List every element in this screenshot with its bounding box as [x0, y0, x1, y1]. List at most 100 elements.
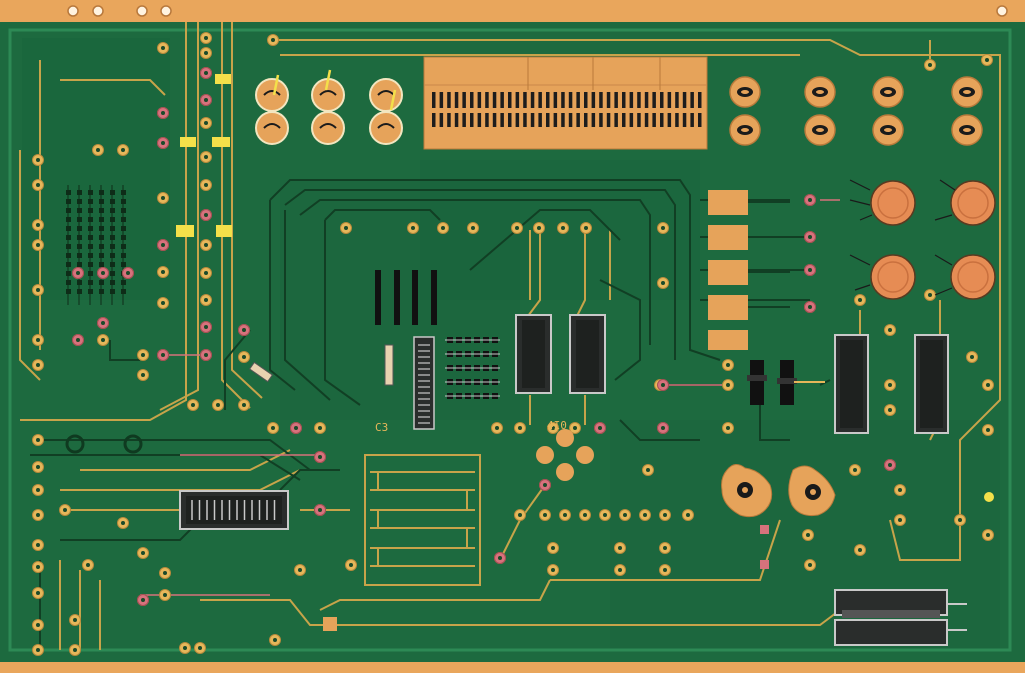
connector-pin [530, 113, 535, 127]
tall-ics[interactable] [834, 334, 949, 434]
bottom-edge-strip [0, 662, 1025, 673]
black-resistors [375, 270, 437, 325]
connector-pin [485, 92, 489, 108]
via-hole [661, 281, 665, 285]
via-hole [204, 183, 208, 187]
via-hole [204, 36, 208, 40]
bottom-right-connector[interactable] [834, 589, 967, 646]
connector-pin [462, 113, 466, 127]
trim-potentiometers[interactable] [849, 179, 996, 300]
round-pad [311, 111, 345, 145]
via-hole [36, 438, 40, 442]
via-hole [204, 155, 208, 159]
connector-pin [439, 92, 444, 108]
via-hole [36, 565, 40, 569]
via-hole [515, 226, 519, 230]
connector-pin [492, 113, 497, 127]
connector-pin [523, 113, 527, 127]
connector-pin [576, 113, 580, 127]
ic-marking-left: C3 [375, 421, 389, 434]
diodes [747, 360, 825, 405]
via-hole [643, 513, 647, 517]
via-hole [73, 618, 77, 622]
relays[interactable] [515, 314, 606, 394]
via-hole [551, 568, 555, 572]
pad-slot-core [741, 128, 749, 132]
connector-pin [652, 92, 656, 108]
connector-pin [599, 92, 603, 108]
via-hole [618, 546, 622, 550]
via-hole [551, 426, 555, 430]
via-hole [646, 468, 650, 472]
lower-left-ic[interactable] [179, 490, 289, 530]
connector-pin [584, 92, 588, 108]
via-hole [888, 328, 892, 332]
via-hole [204, 51, 208, 55]
via-hole [298, 568, 302, 572]
connector-pin [561, 92, 565, 108]
connector-pin [698, 92, 702, 108]
connector-pin [614, 113, 618, 127]
via-hole [36, 223, 40, 227]
connector-pin [508, 113, 512, 127]
connector-pin [660, 92, 664, 108]
connector-pin [462, 92, 466, 108]
vertical-chip[interactable] [413, 336, 435, 430]
connector-pin [637, 92, 641, 108]
via-hole [808, 198, 812, 202]
via-hole [86, 563, 90, 567]
pad-mark [263, 123, 281, 129]
mounting-holes [65, 434, 143, 454]
connector-pin [652, 113, 656, 127]
via-hole [36, 513, 40, 517]
via-hole [618, 568, 622, 572]
connector-pin [432, 113, 436, 127]
via-hole [573, 426, 577, 430]
pad-mark [319, 90, 337, 96]
via-hole [808, 268, 812, 272]
connector-pin [591, 92, 596, 108]
pad-slot-core [884, 90, 892, 94]
via-hole [161, 270, 165, 274]
via-hole [242, 328, 246, 332]
via-hole [141, 353, 145, 357]
via-hole [726, 383, 730, 387]
orange-caps[interactable] [708, 190, 790, 350]
via-hole [858, 548, 862, 552]
via-hole [318, 508, 322, 512]
round-pad [255, 78, 289, 112]
via-hole [204, 213, 208, 217]
via-hole [121, 148, 125, 152]
pad-mark [319, 123, 337, 129]
via-hole [603, 513, 607, 517]
connector-pin [538, 113, 542, 127]
via-hole [161, 301, 165, 305]
connector-pin [682, 113, 687, 127]
via-hole [928, 293, 932, 297]
via-hole [726, 363, 730, 367]
via-hole [161, 196, 165, 200]
connector-pin [454, 92, 459, 108]
connector-pin [675, 113, 679, 127]
via-hole [518, 513, 522, 517]
connector-pin [530, 92, 535, 108]
via-hole [344, 226, 348, 230]
connector-pins [432, 92, 702, 127]
top-edge-holes [67, 5, 1008, 17]
edge-connector[interactable] [423, 56, 708, 150]
via-hole [661, 426, 665, 430]
via-hole [808, 563, 812, 567]
connector-pin [660, 113, 664, 127]
pad-slot-core [816, 90, 824, 94]
via-hole [349, 563, 353, 567]
connector-pin [492, 92, 497, 108]
via-hole [661, 383, 665, 387]
pad-slot-core [816, 128, 824, 132]
connector-pin [508, 92, 512, 108]
via-hole [898, 488, 902, 492]
coils[interactable] [721, 464, 836, 569]
connector-pin [447, 113, 451, 127]
via-hole [518, 426, 522, 430]
via-hole [204, 325, 208, 329]
